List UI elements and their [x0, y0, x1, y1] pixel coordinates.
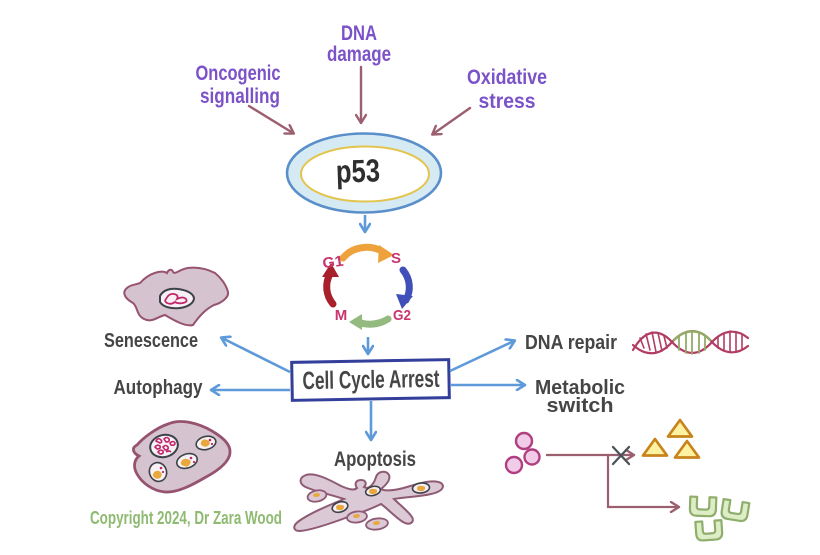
svg-text:Senescence: Senescence: [104, 330, 198, 352]
svg-text:Autophagy: Autophagy: [114, 377, 204, 399]
svg-text:Oncogenic: Oncogenic: [196, 62, 281, 85]
svg-text:Copyright 2024, Dr Zara Wood: Copyright 2024, Dr Zara Wood: [90, 508, 282, 528]
svg-text:switch: switch: [547, 395, 614, 417]
svg-text:DNA: DNA: [341, 22, 377, 45]
svg-text:Metabolic: Metabolic: [535, 377, 625, 399]
svg-text:Oxidative: Oxidative: [467, 66, 547, 89]
svg-text:stress: stress: [479, 90, 536, 113]
svg-text:M: M: [335, 307, 348, 324]
svg-text:Apoptosis: Apoptosis: [334, 448, 416, 471]
svg-text:DNA repair: DNA repair: [525, 332, 617, 354]
svg-text:G2: G2: [393, 307, 411, 324]
svg-text:damage: damage: [327, 43, 391, 66]
svg-text:p53: p53: [335, 152, 380, 190]
svg-text:signalling: signalling: [200, 85, 280, 108]
svg-text:S: S: [391, 250, 401, 267]
svg-text:G1: G1: [321, 253, 344, 273]
svg-text:Cell Cycle Arrest: Cell Cycle Arrest: [302, 365, 440, 395]
